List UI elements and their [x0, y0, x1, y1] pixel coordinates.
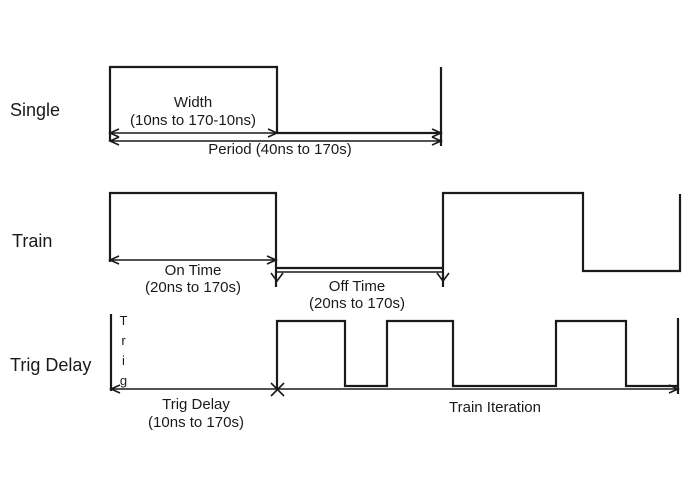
train-pulse-1 — [108, 191, 278, 287]
arrowhead-down-icon — [270, 272, 284, 283]
single-pulse — [108, 65, 279, 141]
width-annotation-line1: Width — [173, 94, 213, 111]
on-time-annotation-line1: On Time — [164, 262, 222, 279]
off-time-annotation: Off Time (20ns to 170s) — [257, 278, 457, 312]
off-time-annotation-line2: (20ns to 170s) — [309, 295, 405, 312]
train-iteration-annotation: Train Iteration — [395, 399, 595, 417]
arrowhead-right-icon — [431, 128, 443, 138]
arrowhead-left-icon — [108, 136, 120, 146]
on-time-annotation: On Time (20ns to 170s) — [93, 262, 293, 296]
trig-delay-row-label: Trig Delay — [10, 355, 92, 375]
train-iteration-annotation-text: Train Iteration — [449, 399, 541, 416]
trigger-axis-label: Trig — [116, 313, 131, 393]
arrowhead-left-icon — [109, 384, 121, 394]
train-pulse-2 — [441, 191, 682, 287]
trig-delay-annotation-line2: (10ns to 170s) — [148, 414, 244, 431]
arrowhead-right-icon — [267, 128, 279, 138]
train-row-label: Train — [12, 231, 53, 251]
off-time-annotation-line1: Off Time — [328, 278, 386, 295]
arrowhead-right-icon — [266, 255, 278, 265]
width-annotation: Width (10ns to 170-10ns) — [93, 94, 293, 130]
width-annotation-line2: (10ns to 170-10ns) — [130, 112, 256, 129]
period-annotation: Period (40ns to 170s) — [180, 141, 380, 159]
x-junction-marker-icon — [270, 382, 285, 397]
single-row-label: Single — [10, 100, 61, 120]
on-time-annotation-line2: (20ns to 170s) — [145, 279, 241, 296]
trig-delay-pulse-train — [275, 319, 678, 389]
arrowhead-left-icon — [108, 255, 120, 265]
trig-delay-annotation: Trig Delay (10ns to 170s) — [96, 396, 296, 432]
trig-delay-annotation-line1: Trig Delay — [162, 396, 230, 413]
arrowhead-right-icon — [431, 136, 443, 146]
trig-delay-waveform — [109, 314, 680, 397]
train-waveform — [108, 191, 682, 287]
single-waveform — [108, 65, 443, 146]
arrowhead-left-icon — [108, 128, 120, 138]
period-annotation-text: Period (40ns to 170s) — [208, 141, 352, 158]
